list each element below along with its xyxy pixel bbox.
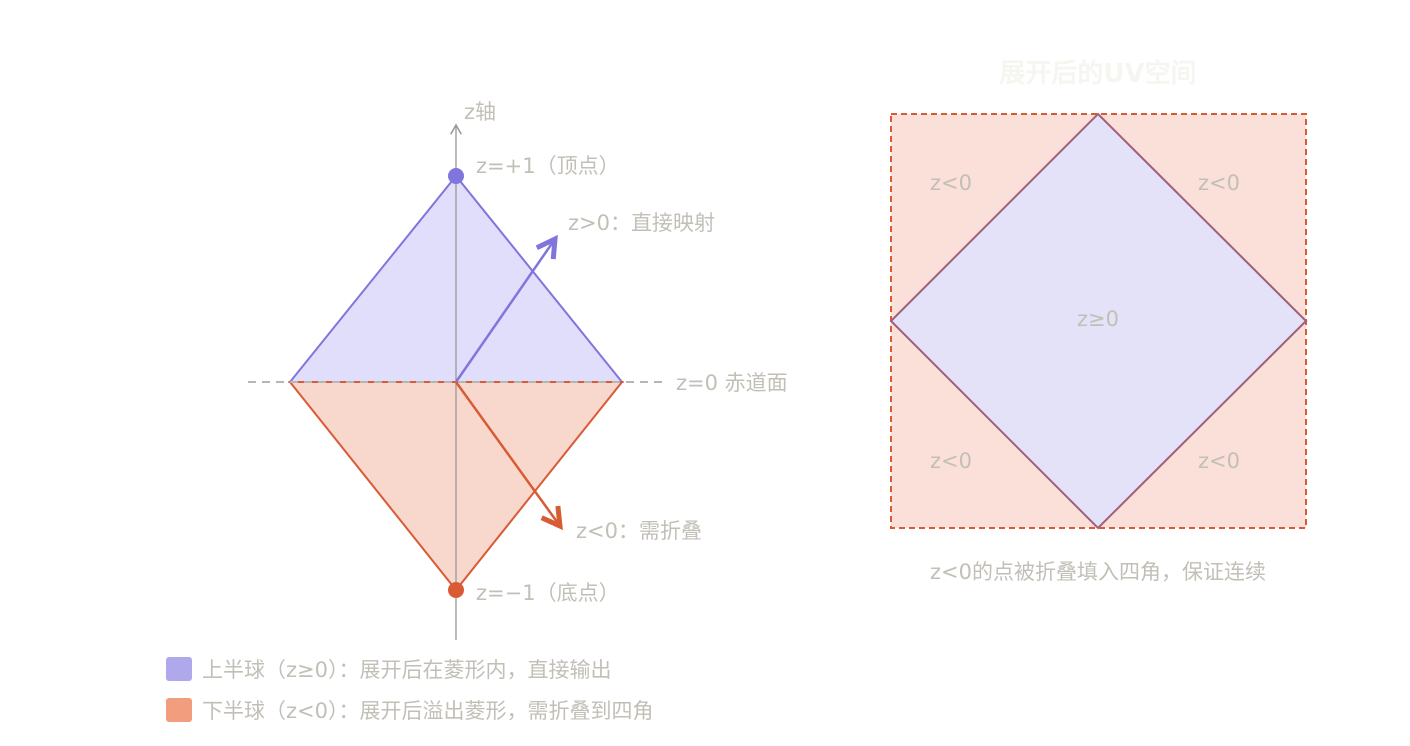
legend-label: 上半球（z≥0）：展开后在菱形内，直接输出 (202, 658, 612, 682)
corner-label-tl: z<0 (930, 171, 972, 195)
top-point (448, 168, 464, 184)
bottom-point (448, 582, 464, 598)
arrow-down-label: z<0：需折叠 (576, 519, 702, 543)
uv-diamond (889, 112, 1308, 530)
legend-label: 下半球（z<0）：展开后溢出菱形，需折叠到四角 (202, 699, 654, 723)
bottom-point-label: z=−1（底点） (476, 581, 620, 605)
arrow-up (454, 239, 555, 383)
axis-label: z轴 (464, 100, 496, 124)
top-point-label: z=+1（顶点） (476, 154, 620, 178)
corner-label-br: z<0 (1198, 449, 1240, 473)
corner-label-tr: z<0 (1198, 171, 1240, 195)
corner-label-bl: z<0 (930, 449, 972, 473)
arrow-down (454, 381, 560, 526)
legend-item-lower: 下半球（z<0）：展开后溢出菱形，需折叠到四角 (166, 695, 653, 725)
uv-caption: z<0的点被折叠填入四角，保证连续 (930, 560, 1266, 584)
legend-item-upper: 上半球（z≥0）：展开后在菱形内，直接输出 (166, 654, 611, 684)
equator-label: z=0 赤道面 (676, 371, 788, 395)
legend-swatch (166, 657, 192, 681)
uv-title: 展开后的UV空间 (999, 58, 1196, 89)
legend-swatch (166, 698, 192, 722)
arrow-up-label: z>0：直接映射 (568, 211, 715, 235)
uv-center-label: z≥0 (1077, 307, 1119, 331)
